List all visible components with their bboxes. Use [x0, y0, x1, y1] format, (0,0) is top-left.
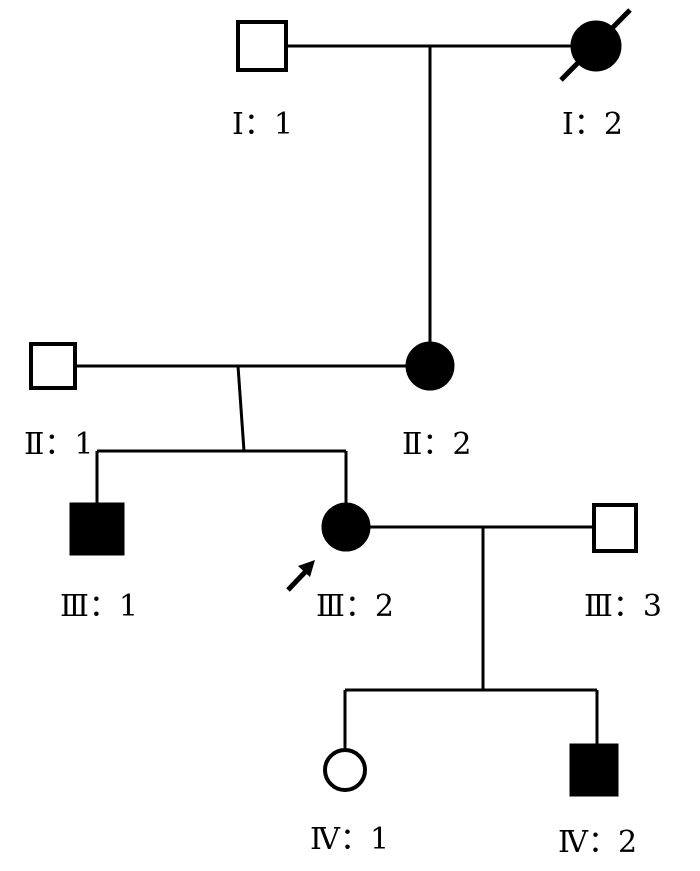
individual-IV-2-symbol — [569, 743, 619, 797]
individual-IV-1-symbol — [323, 748, 367, 792]
label-I-1: Ⅰ：1 — [232, 107, 293, 142]
individual-II-1-symbol — [29, 342, 77, 390]
deceased-slash-I-2 — [559, 8, 632, 82]
label-III-3: Ⅲ：3 — [584, 589, 662, 624]
individual-III-2-symbol — [321, 502, 371, 552]
individual-II-2-symbol — [405, 341, 455, 391]
connector-lines — [77, 44, 599, 748]
label-IV-1: Ⅳ：1 — [310, 822, 389, 857]
individual-I-1-symbol — [236, 20, 288, 72]
label-III-1: Ⅲ：1 — [60, 589, 138, 624]
label-I-2: Ⅰ：2 — [562, 107, 623, 142]
individual-III-3-symbol — [592, 503, 638, 553]
label-III-2: Ⅲ：2 — [316, 589, 394, 624]
label-II-1: Ⅱ：1 — [24, 427, 93, 462]
descent-line-II — [236, 365, 246, 452]
individual-III-1-symbol — [69, 502, 125, 556]
proband-arrow — [286, 560, 315, 592]
label-II-2: Ⅱ：2 — [402, 427, 471, 462]
label-IV-2: Ⅳ：2 — [558, 825, 637, 860]
